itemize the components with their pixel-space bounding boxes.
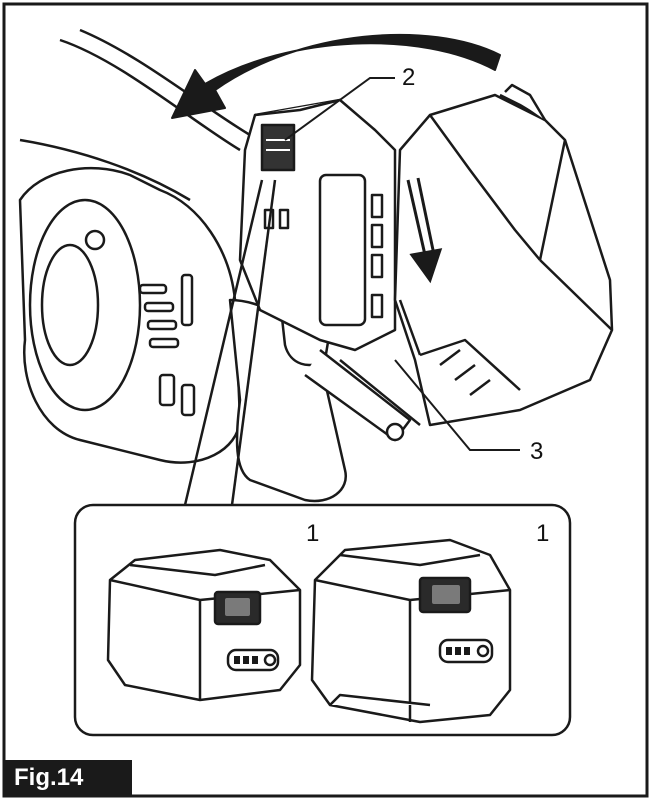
callout-3: 3 [530,438,544,465]
zoom-wedge [183,179,277,506]
battery-large [310,538,512,724]
callout-1-right: 1 [536,520,550,547]
callout-1-left: 1 [306,520,320,547]
leader-2 [284,77,395,141]
figure-label: Fig.14 [4,760,132,796]
curved-arrow-left-icon [171,33,501,119]
installed-battery [238,98,397,352]
vent-slots [138,273,196,417]
removed-battery [393,83,614,427]
release-button-installed [260,123,296,172]
down-arrow-icon [406,177,443,284]
leader-3 [394,359,520,451]
battery-compact [106,548,302,702]
callout-2: 2 [402,64,416,91]
